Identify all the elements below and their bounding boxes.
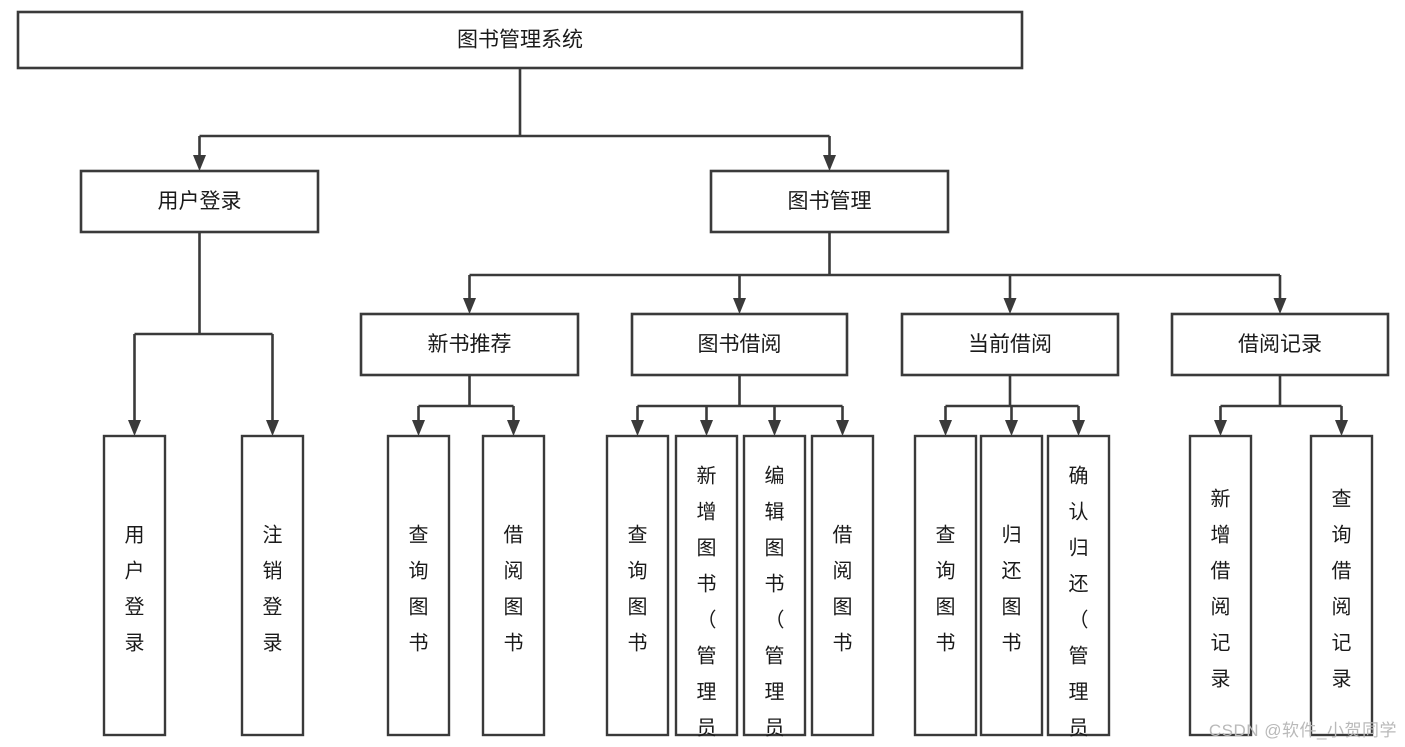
- node-label: 图书管理系统: [457, 29, 583, 52]
- node-layer: 图书管理系统用户登录图书管理新书推荐图书借阅当前借阅借阅记录用户登录注销登录查询…: [16, 10, 1390, 747]
- node-label: 查询图书: [936, 524, 956, 655]
- node-借阅图书[interactable]: 借阅图书: [810, 434, 875, 737]
- node-确认归还管理员[interactable]: 确认归还（管理员）: [1046, 434, 1111, 747]
- arrow-head-icon: [1273, 298, 1287, 314]
- node-box: [900, 312, 1120, 377]
- node-查询图书[interactable]: 查询图书: [913, 434, 978, 737]
- node-box: [386, 434, 451, 737]
- arrow-head-icon: [700, 420, 713, 436]
- node-label: 用户登录: [125, 525, 145, 655]
- node-归还图书[interactable]: 归还图书: [979, 434, 1044, 737]
- node-box: [481, 434, 546, 737]
- node-用户登录[interactable]: 用户登录: [102, 434, 167, 737]
- node-box: [1046, 434, 1111, 737]
- node-新增图书管理员[interactable]: 新增图书（管理员）: [674, 434, 739, 747]
- node-label: 图书借阅: [698, 333, 782, 356]
- node-box: [359, 312, 580, 377]
- node-box: [240, 434, 305, 737]
- node-label: 新增借阅记录: [1211, 488, 1231, 691]
- node-box: [16, 10, 1024, 70]
- node-新增借阅记录[interactable]: 新增借阅记录: [1188, 434, 1253, 737]
- node-box: [913, 434, 978, 737]
- arrow-head-icon: [1005, 420, 1018, 436]
- arrow-head-icon: [823, 155, 836, 171]
- arrow-head-icon: [939, 420, 952, 436]
- node-box: [742, 434, 807, 737]
- node-查询借阅记录[interactable]: 查询借阅记录: [1309, 434, 1374, 737]
- node-用户登录[interactable]: 用户登录: [79, 169, 320, 234]
- arrow-head-icon: [463, 298, 476, 314]
- node-box: [810, 434, 875, 737]
- node-box: [79, 169, 320, 234]
- node-box: [674, 434, 739, 737]
- node-box: [630, 312, 849, 377]
- node-借阅记录[interactable]: 借阅记录: [1170, 312, 1390, 377]
- node-编辑图书管理员[interactable]: 编辑图书（管理员）: [742, 434, 807, 747]
- node-图书管理系统[interactable]: 图书管理系统: [16, 10, 1024, 70]
- node-label: 新增图书（管理员）: [697, 464, 717, 747]
- connector-layer: [128, 68, 1348, 436]
- arrow-head-icon: [1335, 420, 1348, 436]
- node-box: [709, 169, 950, 234]
- node-label: 借阅图书: [504, 524, 524, 655]
- arrow-head-icon: [1214, 420, 1227, 436]
- arrow-head-icon: [733, 298, 746, 314]
- node-label: 确认归还（管理员）: [1069, 464, 1089, 747]
- node-label: 借阅图书: [833, 524, 853, 655]
- node-新书推荐[interactable]: 新书推荐: [359, 312, 580, 377]
- node-box: [1309, 434, 1374, 737]
- arrow-head-icon: [836, 420, 849, 436]
- arrow-head-icon: [193, 155, 206, 171]
- node-label: 借阅记录: [1238, 333, 1322, 356]
- node-借阅图书[interactable]: 借阅图书: [481, 434, 546, 737]
- node-label: 归还图书: [1002, 524, 1022, 655]
- arrow-head-icon: [507, 420, 520, 436]
- node-当前借阅[interactable]: 当前借阅: [900, 312, 1120, 377]
- node-label: 图书管理: [788, 190, 872, 213]
- node-box: [1188, 434, 1253, 737]
- node-查询图书[interactable]: 查询图书: [386, 434, 451, 737]
- node-label: 查询图书: [409, 524, 429, 655]
- node-图书管理[interactable]: 图书管理: [709, 169, 950, 234]
- arrow-head-icon: [768, 420, 781, 436]
- node-label: 用户登录: [158, 190, 242, 213]
- node-label: 注销登录: [263, 524, 283, 655]
- node-box: [605, 434, 670, 737]
- node-图书借阅[interactable]: 图书借阅: [630, 312, 849, 377]
- arrow-head-icon: [266, 420, 279, 436]
- node-box: [1170, 312, 1390, 377]
- node-查询图书[interactable]: 查询图书: [605, 434, 670, 737]
- node-box: [979, 434, 1044, 737]
- arrow-head-icon: [412, 420, 425, 436]
- arrow-head-icon: [631, 420, 644, 436]
- node-label: 编辑图书（管理员）: [765, 464, 785, 747]
- node-label: 当前借阅: [968, 333, 1052, 356]
- node-label: 查询借阅记录: [1332, 488, 1352, 691]
- node-label: 查询图书: [628, 524, 648, 655]
- arrow-head-icon: [128, 420, 141, 436]
- node-box: [102, 434, 167, 737]
- node-label: 新书推荐: [428, 333, 512, 356]
- arrow-head-icon: [1003, 298, 1017, 314]
- csdn-watermark: CSDN @软件_小贺同学: [1208, 721, 1397, 740]
- arrow-head-icon: [1072, 420, 1085, 436]
- node-注销登录[interactable]: 注销登录: [240, 434, 305, 737]
